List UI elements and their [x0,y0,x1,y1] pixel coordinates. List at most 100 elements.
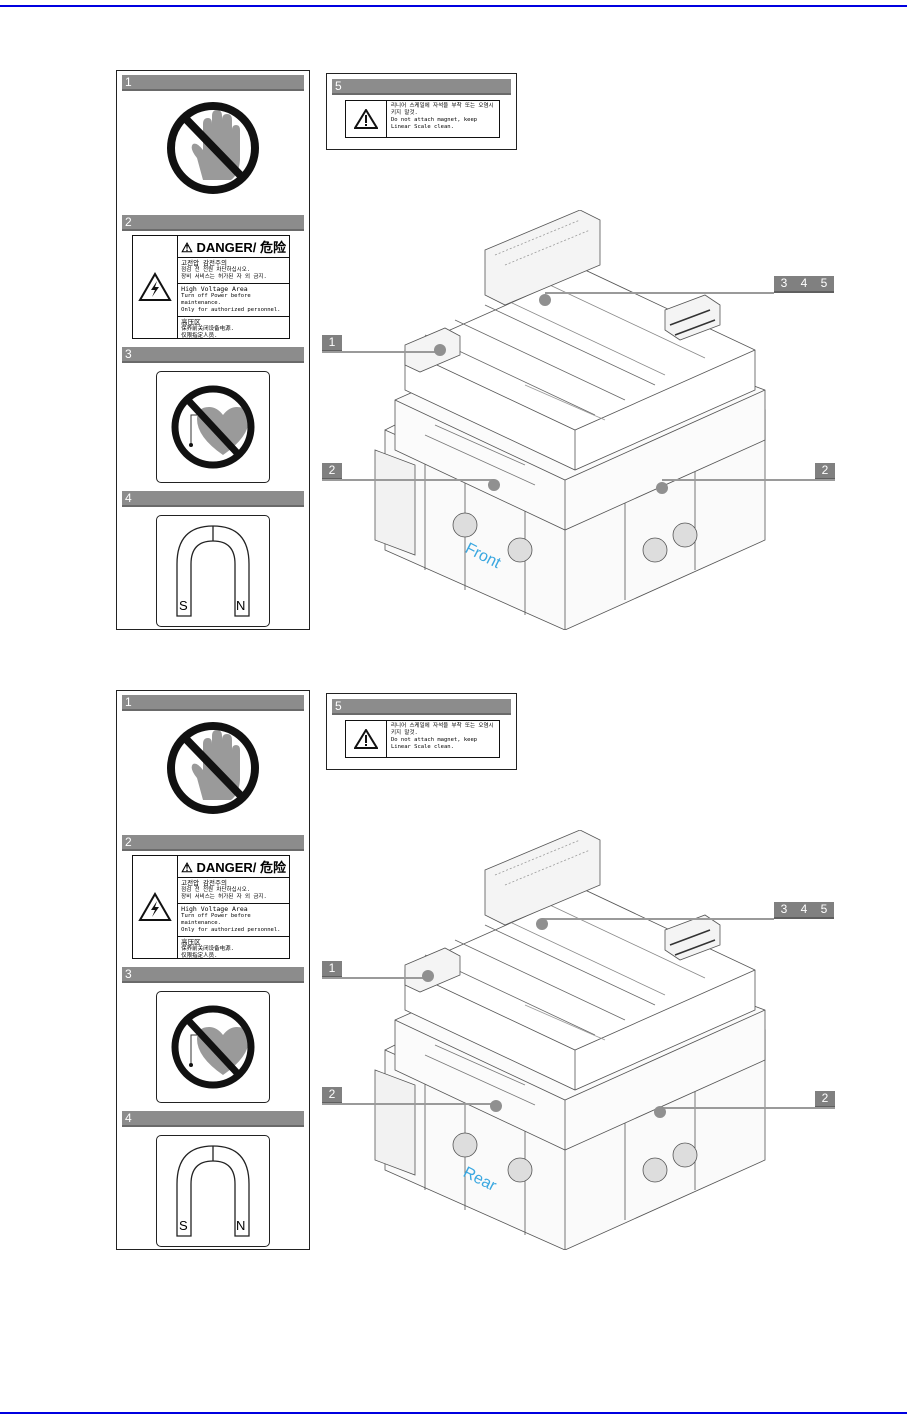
section-bar-2: 2 [122,215,304,231]
chinese-line: 保养前关闭设备电源. [181,326,234,332]
no-touch-hand-icon [163,98,263,198]
danger-title: ⚠ DANGER/ 危险 [178,236,289,258]
leader-line [322,479,494,481]
section-number: 2 [125,215,132,229]
english-line: Only for authorized personnel. [181,307,281,313]
header-rule [0,5,907,7]
english-line: Turn off Power before maintenance. [181,293,251,306]
section-number: 1 [125,75,132,89]
callout-1[interactable]: 1 [322,335,342,352]
section-number: 3 [125,347,132,361]
section-bar-4: 4 [122,491,304,507]
korean-line: 장비 서비스는 허가된 자 외 금지. [181,894,267,900]
callout-number: 3 [780,276,788,290]
labels-panel: 1 2 ⚠ DANGER/ 危险 [116,690,310,1250]
north-pole-label: N [236,1218,246,1233]
leader-line [542,918,774,920]
callout-1[interactable]: 1 [322,961,342,978]
labels-panel: 1 2 ⚠ DANGER/ 危险 [116,70,310,630]
callout-number: 2 [821,463,829,477]
south-pole-label: S [179,598,188,613]
english-line: Only for authorized personnel. [181,927,281,933]
section-number: 2 [125,835,132,849]
callout-target-dot [536,918,548,930]
callout-2-left[interactable]: 2 [322,463,342,480]
safety-label-figure-front: 1 2 ⚠ DANGER/ 危险 [0,70,907,690]
section-bar-1: 1 [122,695,304,711]
callout-target-dot [539,294,551,306]
chinese-line: 仅限指定人员. [181,333,218,339]
korean-line: 점검 전 전원 차단하십시오. [181,267,251,273]
section-number: 4 [125,1111,132,1125]
callout-number: 3 [780,902,788,916]
section-bar-3: 3 [122,967,304,983]
caution-icon [354,109,378,129]
no-pacemaker-icon [156,371,270,483]
korean-warning-text: 리니어 스케일에 자석을 부착 또는 오염시키지 말것. [391,723,494,736]
callout-number: 2 [821,1091,829,1105]
english-line: Turn off Power before maintenance. [181,913,251,926]
callout-2-left[interactable]: 2 [322,1087,342,1104]
safety-label-figure-rear: 1 2 ⚠ DANGER/ 危险 [0,690,907,1310]
callout-number: 2 [328,463,336,477]
callout-number: 2 [328,1087,336,1101]
magnet-icon: S N [156,515,270,627]
callout-target-dot [488,479,500,491]
english-warning-text: Do not attach magnet, keep Linear Scale … [391,117,478,130]
korean-line: 점검 전 전원 차단하십시오. [181,887,251,893]
callout-number: 4 [800,902,808,916]
high-voltage-danger-label: ⚠ DANGER/ 危险 고전압 감전주의 점검 전 전원 차단하십시오. 장비… [132,235,290,339]
section-bar-5: 5 [332,699,511,715]
callout-target-dot [422,970,434,982]
callout-number: 4 [800,276,808,290]
north-pole-label: N [236,598,246,613]
callout-number: 5 [820,902,828,916]
callout-number: 1 [328,335,336,349]
chinese-line: 仅限指定人员. [181,953,218,959]
magnet-icon: S N [156,1135,270,1247]
footer-rule [0,1412,907,1414]
section-number: 1 [125,695,132,709]
chinese-heading: 高压区 [181,318,201,326]
no-pacemaker-icon [156,991,270,1103]
korean-heading: 고전압 감전주의 [181,259,227,267]
machine-isometric-drawing [365,210,775,630]
korean-line: 장비 서비스는 허가된 자 외 금지. [181,274,267,280]
section-bar-1: 1 [122,75,304,91]
section-number: 4 [125,491,132,505]
leader-line [662,479,835,481]
callout-number: 1 [328,961,336,975]
leader-line [322,351,440,353]
leader-line [660,1107,835,1109]
korean-heading: 고전압 감전주의 [181,879,227,887]
callout-number: 5 [820,276,828,290]
danger-title-text: DANGER/ 危险 [196,860,286,875]
english-heading: High Voltage Area [181,285,248,293]
section-bar-3: 3 [122,347,304,363]
warning-triangle-icon: ⚠ [181,240,193,255]
callout-2-right[interactable]: 2 [815,1091,835,1108]
leader-line [545,292,774,294]
callout-target-dot [490,1100,502,1112]
leader-line [322,977,428,979]
south-pole-label: S [179,1218,188,1233]
section-bar-5: 5 [332,79,511,95]
section-number: 5 [335,79,342,93]
callout-target-dot [656,482,668,494]
callout-target-dot [654,1106,666,1118]
section-bar-4: 4 [122,1111,304,1127]
callout-2-right[interactable]: 2 [815,463,835,480]
chinese-line: 保养前关闭设备电源. [181,946,234,952]
leader-line [322,1103,496,1105]
section-number: 3 [125,967,132,981]
section-bar-2: 2 [122,835,304,851]
warning-triangle-icon: ⚠ [181,860,193,875]
high-voltage-warning-icon [138,272,172,301]
danger-title: ⚠ DANGER/ 危险 [178,856,289,878]
linear-scale-label-panel: 5 리니어 스케일에 자석을 부착 또는 오염시키지 말것. Do not at… [326,73,517,150]
linear-scale-warning-label: 리니어 스케일에 자석을 부착 또는 오염시키지 말것. Do not atta… [345,720,500,758]
high-voltage-danger-label: ⚠ DANGER/ 危险 고전압 감전주의 점검 전 전원 차단하십시오. 장비… [132,855,290,959]
korean-warning-text: 리니어 스케일에 자석을 부착 또는 오염시키지 말것. [391,103,494,116]
